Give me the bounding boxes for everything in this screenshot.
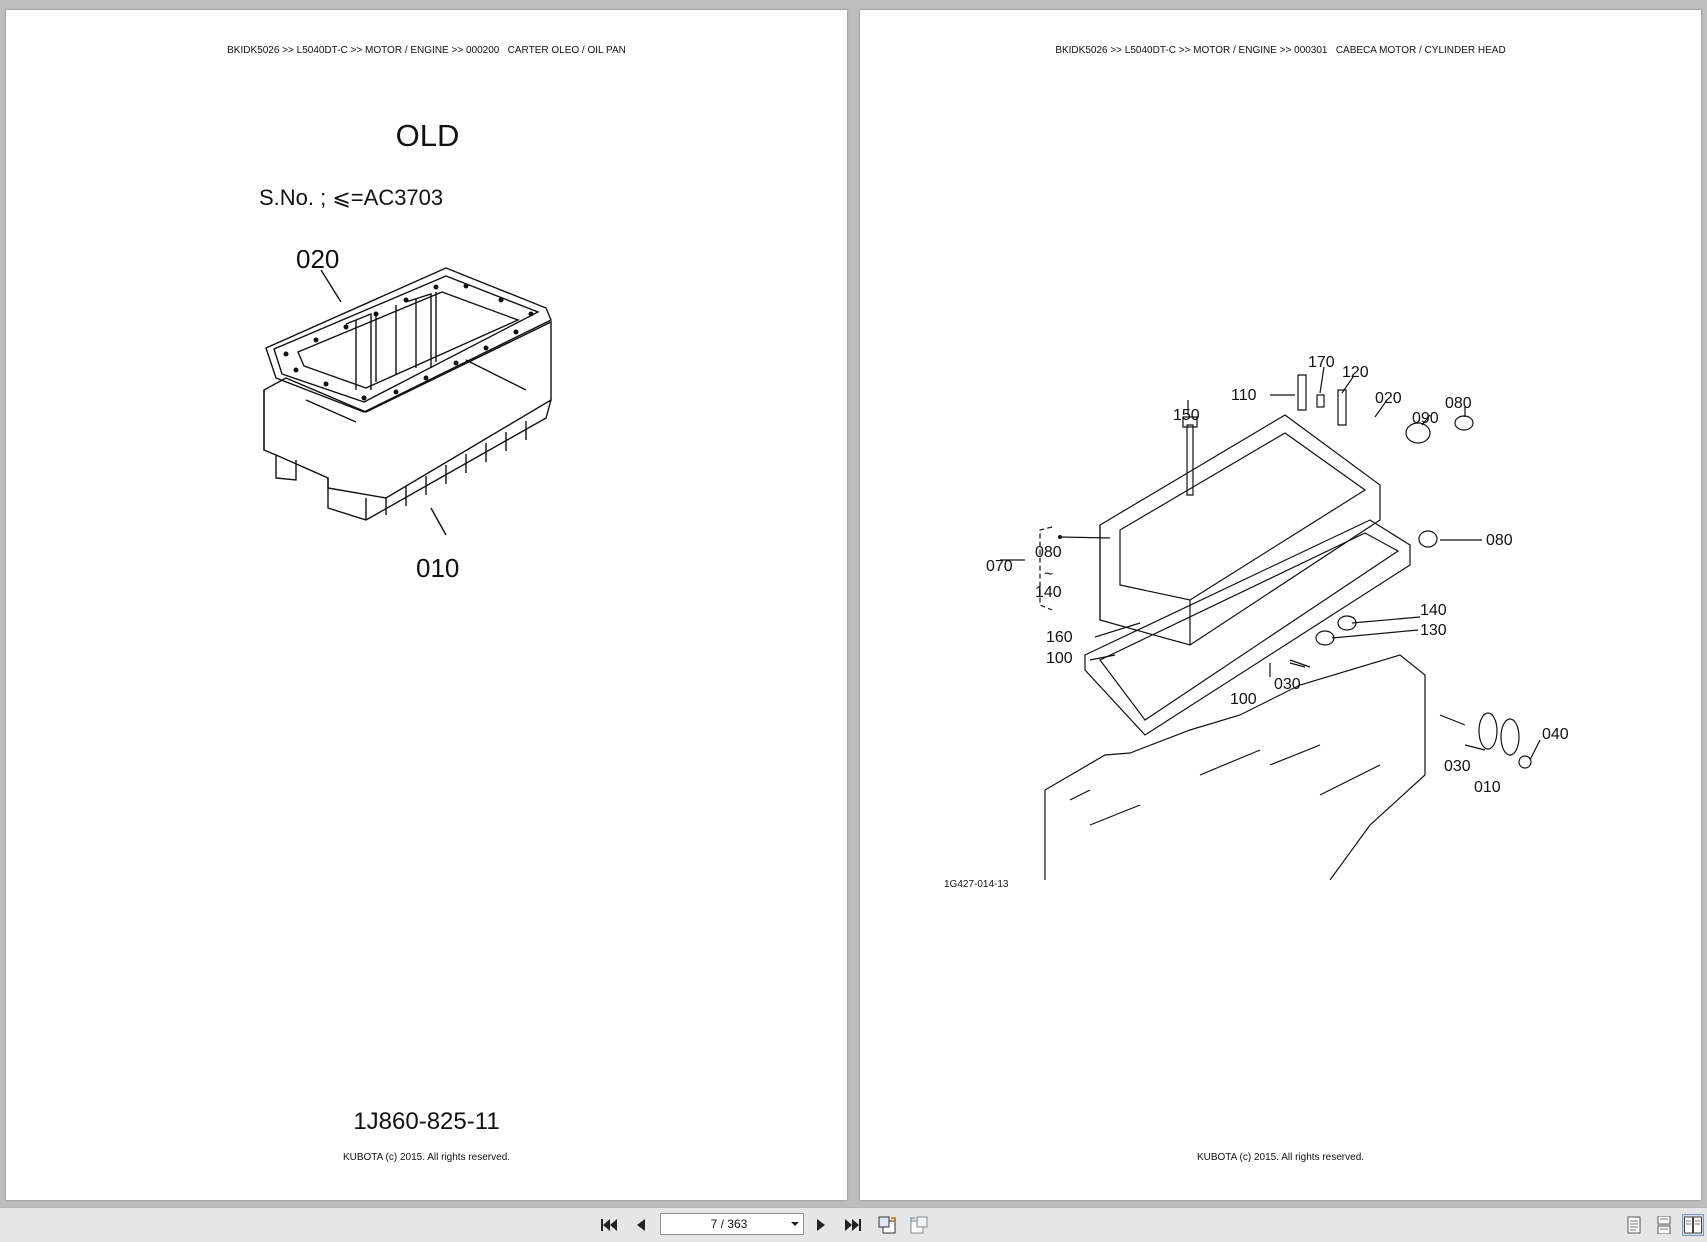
figure-code: 1G427-014-13 <box>944 879 1009 890</box>
two-page-view-icon[interactable] <box>1682 1214 1704 1236</box>
callout-label: 160 <box>1046 629 1073 646</box>
pdf-page-left: BKIDK5026 >> L5040DT-C >> MOTOR / ENGINE… <box>6 10 847 1200</box>
continuous-view-icon[interactable] <box>1653 1214 1675 1236</box>
drawing-number: 1J860-825-11 <box>353 1108 500 1135</box>
pdf-page-right: BKIDK5026 >> L5040DT-C >> MOTOR / ENGINE… <box>860 10 1701 1200</box>
callout-label: 100 <box>1046 650 1073 667</box>
page-title: OLD <box>395 118 460 153</box>
rotate-counterclockwise-icon[interactable] <box>876 1214 898 1236</box>
single-page-view-icon[interactable] <box>1623 1214 1645 1236</box>
cylinder-head-diagram: 110 170 120 020 080 090 150 080 070 080 … <box>986 355 1569 880</box>
callout-label: 100 <box>1230 691 1257 708</box>
callout-label: 070 <box>986 558 1013 575</box>
callout-label: 090 <box>1412 410 1439 427</box>
callout-label: 150 <box>1173 407 1200 424</box>
callout-label: 130 <box>1420 622 1447 639</box>
callout-label: 120 <box>1342 364 1369 381</box>
callout-label: 080 <box>1445 395 1472 412</box>
previous-page-icon[interactable] <box>630 1214 652 1236</box>
pdf-toolbar: 7 / 363 <box>0 1207 1707 1242</box>
page-breadcrumb: BKIDK5026 >> L5040DT-C >> MOTOR / ENGINE… <box>1055 45 1506 56</box>
callout-label: 010 <box>1474 779 1501 796</box>
callout-label: 020 <box>1375 390 1402 407</box>
dropdown-icon[interactable] <box>787 1221 803 1227</box>
callout-label: 140 <box>1035 584 1062 601</box>
callout-label: 020 <box>296 250 339 274</box>
serial-number-note: S.No. ; ⩽=AC3703 <box>259 185 444 210</box>
rotate-clockwise-icon[interactable] <box>908 1214 930 1236</box>
callout-label: 030 <box>1444 758 1471 775</box>
callout-label: 040 <box>1542 726 1569 743</box>
callout-label: 170 <box>1308 355 1335 371</box>
page-footer: KUBOTA (c) 2015. All rights reserved. <box>342 1152 511 1163</box>
callout-label: 110 <box>1231 387 1257 404</box>
callout-label: 030 <box>1274 676 1301 693</box>
callout-label: 080 <box>1486 532 1513 549</box>
page-breadcrumb: BKIDK5026 >> L5040DT-C >> MOTOR / ENGINE… <box>227 45 626 56</box>
document-viewport[interactable]: BKIDK5026 >> L5040DT-C >> MOTOR / ENGINE… <box>0 0 1707 1207</box>
page-number-field[interactable]: 7 / 363 <box>660 1213 804 1235</box>
next-page-icon[interactable] <box>810 1214 832 1236</box>
callout-label: 010 <box>416 553 459 583</box>
first-page-icon[interactable] <box>598 1214 620 1236</box>
page-footer: KUBOTA (c) 2015. All rights reserved. <box>1196 1152 1365 1163</box>
callout-label: ~ <box>1044 566 1053 583</box>
callout-label: 080 <box>1035 544 1062 561</box>
last-page-icon[interactable] <box>842 1214 864 1236</box>
page-indicator[interactable]: 7 / 363 <box>710 1217 748 1231</box>
callout-label: 140 <box>1420 602 1447 619</box>
oil-pan-diagram: 020 010 <box>263 250 552 583</box>
